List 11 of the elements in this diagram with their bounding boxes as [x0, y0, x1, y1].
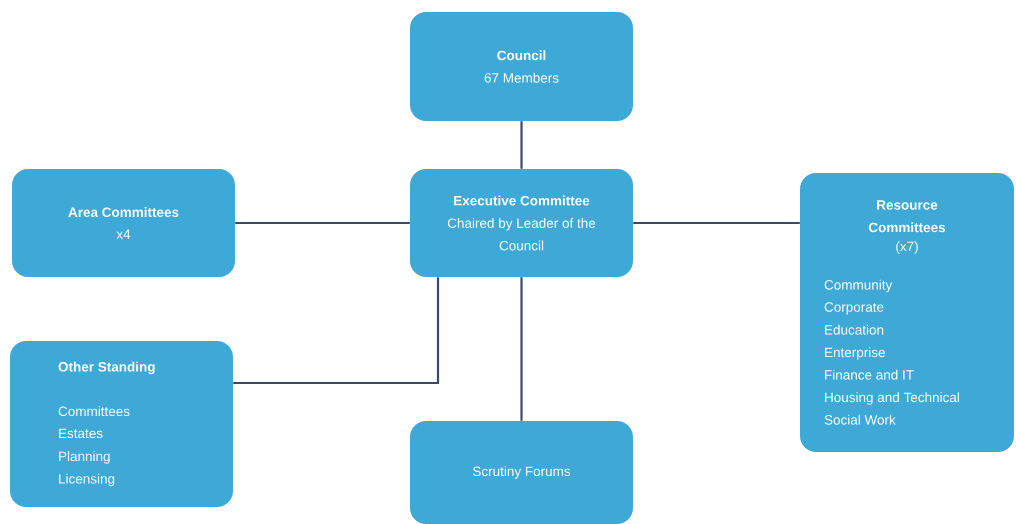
connector-line: [633, 221, 800, 225]
connector-line: [520, 277, 523, 421]
committee-box: Council 67 Members: [410, 12, 633, 121]
committee-box: Area Committees x4: [12, 169, 235, 277]
connector-line: [235, 221, 410, 225]
connector-line: [520, 121, 523, 169]
committee-box: Executive Committee Chaired by Leader of the Council: [410, 169, 633, 277]
connector-line: [233, 277, 440, 385]
committee-box: Other Standing Committees Estates Planning Licensing: [10, 341, 233, 507]
committee-box: Resource Committees (x7) Community Corporate Education Enterprise Finance and IT Housing and Technical Social Work: [800, 173, 1014, 452]
committee-box: Scrutiny Forums: [410, 421, 633, 524]
